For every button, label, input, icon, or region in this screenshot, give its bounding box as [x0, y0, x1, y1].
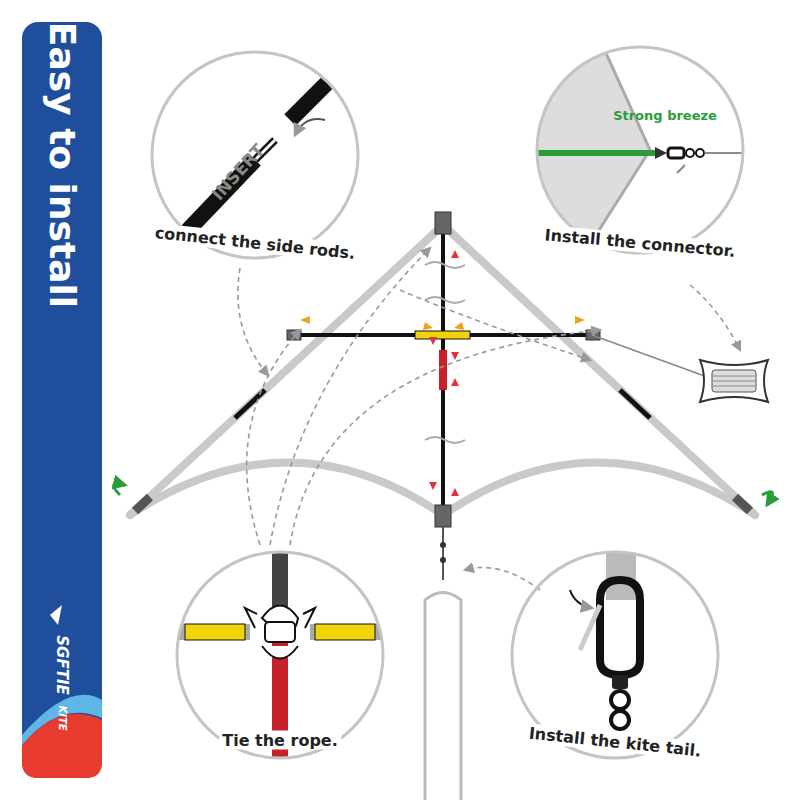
callout-text: Strong breeze [613, 108, 717, 123]
flying-line [592, 335, 710, 378]
tail-clip-closeup [570, 540, 640, 729]
step-caption: Install the connector. [541, 225, 739, 261]
direction-arrow [429, 250, 459, 496]
fold-arrow [114, 484, 125, 495]
band-swoosh [22, 695, 102, 745]
side-band [22, 22, 102, 778]
bridle-string [425, 262, 465, 443]
brand-label: KITE [57, 705, 68, 730]
kite-tail [425, 527, 461, 800]
step-caption: Install the kite tail. [525, 723, 705, 761]
circle-outline [535, 45, 745, 255]
callout-text: INSERT [208, 140, 269, 204]
line-reel [700, 360, 768, 402]
knot-closeup [175, 540, 385, 760]
direction-arrow [300, 316, 585, 330]
logo-mark [50, 605, 62, 625]
title: Easy to install [42, 22, 83, 308]
callout-circle: Tie the rope. [175, 550, 385, 760]
callout-circle: Strong breezeInstall the connector. [535, 45, 745, 255]
step-caption: Tie the rope. [219, 731, 341, 750]
callout-circle: INSERTconnect the side rods. [150, 50, 360, 260]
spar-joint [415, 331, 470, 339]
rod-closeup [150, 50, 360, 270]
fold-arrow [762, 492, 772, 505]
leader-arrow [238, 248, 740, 590]
spine-joint [439, 350, 447, 390]
callout-circle: Install the kite tail. [510, 550, 720, 760]
kite-frame [130, 225, 755, 515]
brand-label: SGFTIE [53, 635, 71, 694]
circle-outline [175, 550, 385, 760]
